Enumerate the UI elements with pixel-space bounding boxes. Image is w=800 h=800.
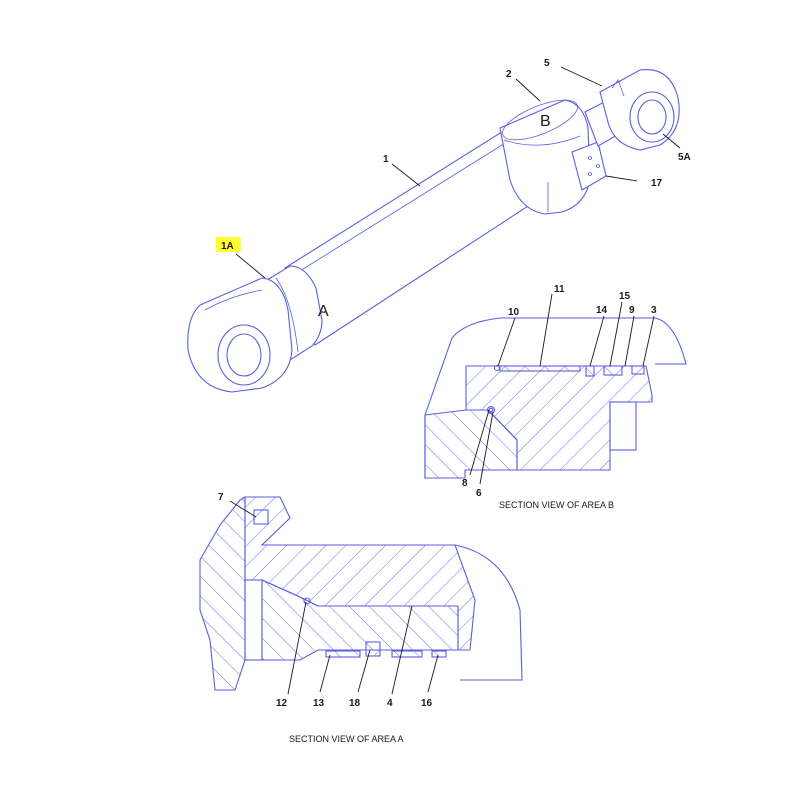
section-a-setscrew-7: [253, 509, 269, 525]
callout-4[interactable]: 4: [387, 698, 393, 709]
callout-7[interactable]: 7: [218, 492, 224, 503]
callout-15[interactable]: 15: [619, 291, 631, 302]
section-b-seal-15: [603, 365, 623, 376]
callout-1a[interactable]: 1A: [221, 241, 234, 252]
callout-18[interactable]: 18: [349, 698, 361, 709]
section-a-bearing-13: [325, 650, 361, 658]
head-end-bore-inner: [226, 333, 262, 377]
callout-highlight: [216, 237, 241, 252]
section-b-oring-6: [486, 405, 496, 415]
section-view-a: [199, 496, 523, 691]
section-b-seal-14: [585, 365, 595, 377]
section-a-eye-wall: [199, 496, 246, 691]
section-b-rod-area: [424, 409, 518, 479]
section-view-b: [424, 317, 687, 479]
section-a-piston: [261, 579, 459, 661]
section-a-insert-18: [365, 641, 381, 657]
rod-end-bore-outer: [629, 91, 675, 143]
callout-1[interactable]: 1: [383, 154, 389, 165]
callout-14[interactable]: 14: [596, 305, 608, 316]
callout-3[interactable]: 3: [651, 305, 657, 316]
leader-lines: [229, 66, 681, 695]
caption-section-a: SECTION VIEW OF AREA A: [289, 734, 404, 744]
callout-10[interactable]: 10: [508, 307, 520, 318]
section-a-oring-12: [303, 597, 311, 605]
section-b-wiper-3: [631, 365, 645, 375]
cylinder-assembly: [187, 69, 680, 393]
callout-17[interactable]: 17: [651, 178, 663, 189]
area-label-b: B: [540, 113, 551, 130]
callout-12[interactable]: 12: [276, 698, 288, 709]
section-a-bearing-mid: [391, 650, 423, 658]
callout-5a[interactable]: 5A: [678, 152, 691, 163]
section-b-oring-10: [493, 364, 501, 372]
callout-9[interactable]: 9: [629, 305, 635, 316]
section-a-bearing-16: [431, 650, 447, 658]
area-label-a: A: [318, 303, 329, 320]
callout-6[interactable]: 6: [476, 488, 482, 499]
rod-end-bore-inner: [637, 99, 667, 135]
callout-5[interactable]: 5: [544, 58, 550, 69]
callout-16[interactable]: 16: [421, 698, 433, 709]
head-end-bore-outer: [217, 324, 271, 386]
section-b-wear-ring: [499, 365, 581, 372]
caption-section-b: SECTION VIEW OF AREA B: [499, 500, 614, 510]
callout-11[interactable]: 11: [554, 284, 565, 295]
callout-2[interactable]: 2: [506, 69, 512, 80]
rod-end-gland: [499, 99, 591, 215]
callout-13[interactable]: 13: [313, 698, 325, 709]
callout-8[interactable]: 8: [462, 478, 468, 489]
